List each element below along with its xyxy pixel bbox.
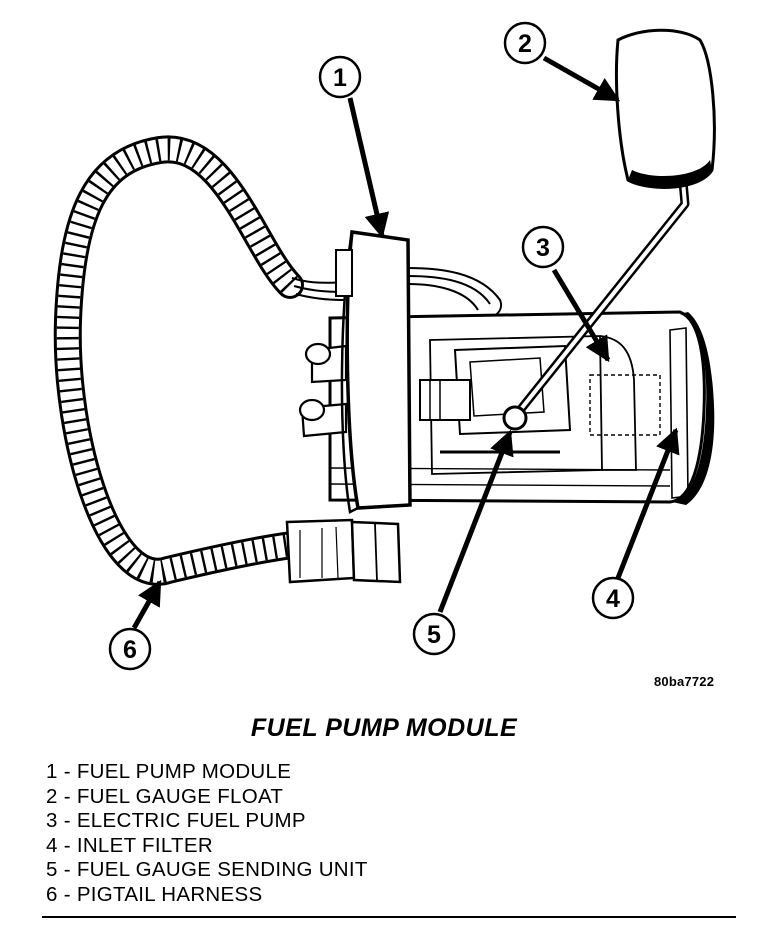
leader-arrow-5 xyxy=(437,429,514,613)
leader-arrow-6 xyxy=(131,579,163,630)
leader-arrow-4 xyxy=(615,427,680,579)
module-flange xyxy=(335,230,412,514)
pigtail-harness xyxy=(53,135,503,586)
callout-label: 4 xyxy=(606,585,620,613)
bottom-rule xyxy=(42,916,736,918)
diagram-title: FUEL PUMP MODULE xyxy=(250,714,518,742)
callout-2: 2 xyxy=(503,21,547,65)
callout-label: 5 xyxy=(427,621,441,649)
fuel-line-fittings xyxy=(298,342,348,438)
fuel-gauge-float xyxy=(614,28,716,189)
callout-1: 1 xyxy=(318,55,362,99)
legend: 1 - FUEL PUMP MODULE 2 - FUEL GAUGE FLOA… xyxy=(46,760,368,908)
legend-item: 4 - INLET FILTER xyxy=(46,833,213,857)
figure-reference-code: 80ba7722 xyxy=(654,674,715,689)
callout-label: 2 xyxy=(518,30,532,58)
callout-3: 3 xyxy=(521,225,565,269)
legend-item: 1 - FUEL PUMP MODULE xyxy=(46,760,292,783)
leader-arrow-1 xyxy=(347,97,390,239)
leader-arrow-3 xyxy=(551,268,611,363)
leader-arrow-2 xyxy=(542,55,621,103)
callout-label: 6 xyxy=(123,636,137,664)
legend-item: 6 - PIGTAIL HARNESS xyxy=(46,882,263,906)
callout-label: 1 xyxy=(333,64,347,92)
harness-connector xyxy=(285,518,402,584)
callout-4: 4 xyxy=(591,576,635,620)
callout-5: 5 xyxy=(412,612,456,656)
legend-item: 3 - ELECTRIC FUEL PUMP xyxy=(46,809,306,833)
legend-item: 2 - FUEL GAUGE FLOAT xyxy=(46,784,284,808)
callout-label: 3 xyxy=(536,234,550,262)
legend-item: 5 - FUEL GAUGE SENDING UNIT xyxy=(46,858,368,882)
leader-arrows xyxy=(131,55,680,630)
callout-6: 6 xyxy=(108,627,152,671)
